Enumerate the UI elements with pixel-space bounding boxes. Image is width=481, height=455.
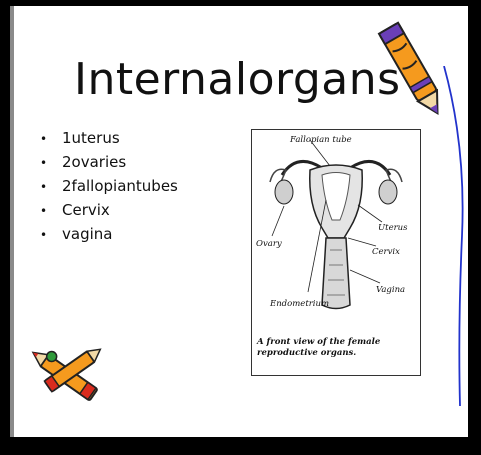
caption-line-1: A front view of the female (257, 337, 417, 348)
bullet-item: •2ovaries (40, 150, 178, 174)
label-cervix: Cervix (372, 247, 400, 257)
label-uterus: Uterus (378, 223, 408, 233)
bullet-text: Cervix (62, 201, 110, 219)
bullet-dot-icon: • (40, 127, 62, 151)
bullet-list: •1uterus •2ovaries •2fallopiantubes •Cer… (40, 126, 178, 246)
bullet-text: 2fallopiantubes (62, 177, 178, 195)
bullet-dot-icon: • (40, 151, 62, 175)
bullet-dot-icon: • (40, 223, 62, 247)
bullet-dot-icon: • (40, 175, 62, 199)
bullet-text: 2ovaries (62, 153, 126, 171)
bullet-text: 1uterus (62, 129, 120, 147)
figure-caption: A front view of the female reproductive … (257, 337, 417, 359)
label-vagina: Vagina (376, 285, 405, 295)
bullet-text: vagina (62, 225, 112, 243)
crayon-icon (375, 14, 450, 124)
slide-edge (10, 6, 14, 437)
crayons-icon (16, 342, 111, 412)
bullet-item: •vagina (40, 222, 178, 246)
label-ovary: Ovary (256, 239, 282, 249)
anatomy-figure: Fallopian tube Uterus Ovary Cervix Vagin… (251, 129, 421, 376)
label-fallopian-tube: Fallopian tube (289, 135, 352, 145)
bullet-item: •2fallopiantubes (40, 174, 178, 198)
bullet-item: •Cervix (40, 198, 178, 222)
bullet-dot-icon: • (40, 199, 62, 223)
bullet-item: •1uterus (40, 126, 178, 150)
label-endometrium: Endometrium (269, 299, 329, 309)
reproductive-organs-diagram: Fallopian tube Uterus Ovary Cervix Vagin… (252, 130, 420, 335)
slide-title: Internalorgans (74, 54, 401, 105)
caption-line-2: reproductive organs. (257, 348, 417, 359)
